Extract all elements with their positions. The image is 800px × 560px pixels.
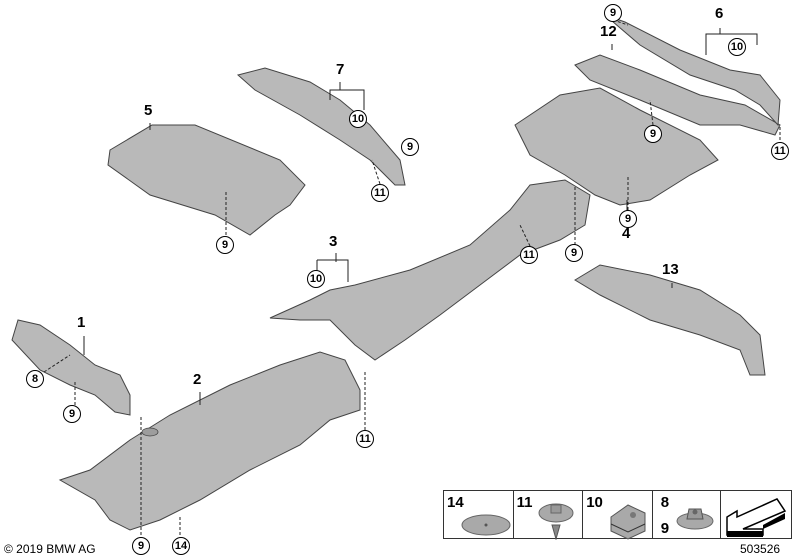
callout-11: 11: [371, 184, 389, 202]
mounting-boss: [141, 427, 159, 437]
callout-11: 11: [356, 430, 374, 448]
callout-9: 9: [604, 4, 622, 22]
washer-icon: [461, 514, 511, 536]
legend-label: 10: [586, 494, 603, 511]
collar-nut-icon: [676, 508, 714, 530]
fastener-legend: 14 11 10 8 9: [443, 490, 792, 540]
part-label-5: 5: [144, 102, 153, 119]
expanding-rivet-icon: [538, 503, 574, 540]
legend-label: 14: [447, 494, 464, 511]
legend-item-arrow: [721, 491, 791, 538]
part-label-7: 7: [336, 61, 345, 78]
callout-9: 9: [63, 405, 81, 423]
heat-shield-part-1[interactable]: [11, 319, 131, 416]
heat-shield-part-5[interactable]: [107, 124, 306, 236]
heat-shield-part-3[interactable]: [269, 179, 591, 361]
part-label-12: 12: [600, 23, 617, 40]
callout-8: 8: [26, 370, 44, 388]
callout-9: 9: [644, 125, 662, 143]
callout-9: 9: [132, 537, 150, 555]
part-label-13: 13: [662, 261, 679, 278]
legend-item-14: 14: [444, 491, 514, 538]
leader-lines: [83, 28, 758, 405]
callout-14: 14: [172, 537, 190, 555]
legend-item-8-9: 8 9: [653, 491, 722, 538]
part-label-4: 4: [622, 225, 631, 242]
diagram-number: 503526: [740, 542, 781, 556]
heat-shield-part-12[interactable]: [574, 54, 781, 136]
dashed-leader-lines: [43, 19, 781, 535]
part-label-6: 6: [715, 5, 724, 22]
copyright: © 2019 BMW AG: [4, 542, 96, 556]
callout-11: 11: [520, 246, 538, 264]
callout-11: 11: [771, 142, 789, 160]
heat-shield-part-6[interactable]: [604, 14, 781, 127]
legend-label: 11: [516, 494, 533, 511]
heat-shield-part-2[interactable]: [58, 351, 361, 531]
callout-9: 9: [565, 244, 583, 262]
direction-arrow-icon: [726, 498, 787, 537]
heat-shield-part-13[interactable]: [574, 264, 766, 376]
legend-item-10: 10: [583, 491, 653, 540]
legend-item-11: 11: [514, 491, 584, 540]
callout-10: 10: [349, 110, 367, 128]
callout-9: 9: [619, 210, 637, 228]
part-label-2: 2: [193, 371, 202, 388]
part-label-3: 3: [329, 233, 338, 250]
legend-label: 9: [660, 520, 670, 537]
callout-9: 9: [216, 236, 234, 254]
heat-shield-part-7[interactable]: [236, 67, 406, 186]
clip-nut-icon: [610, 504, 646, 540]
callout-10: 10: [728, 38, 746, 56]
callout-10: 10: [307, 270, 325, 288]
heat-shield-part-4[interactable]: [514, 87, 719, 206]
legend-label: 8: [660, 494, 670, 511]
part-label-1: 1: [77, 314, 86, 331]
callout-9: 9: [401, 138, 419, 156]
